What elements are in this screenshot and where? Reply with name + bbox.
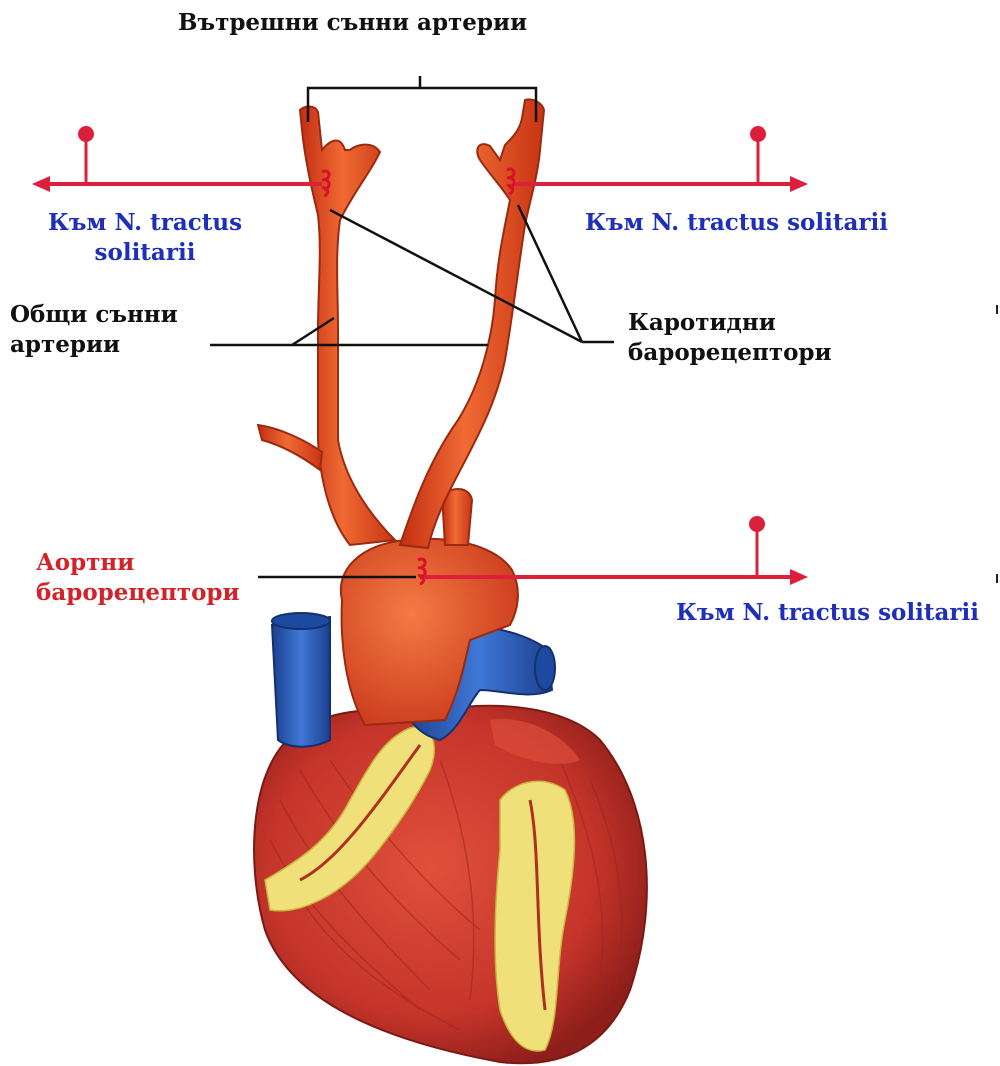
carotid-baroreceptors-label: Каротидни барорецептори bbox=[628, 308, 832, 368]
pointer-lines bbox=[210, 76, 614, 577]
right-arrowhead-icon bbox=[790, 176, 808, 192]
right-nts-label: Към N. tractus solitarii bbox=[585, 208, 888, 238]
left-nts-label-line2: solitarii bbox=[30, 238, 260, 268]
common-carotid-label-line2: артерии bbox=[10, 330, 178, 360]
common-carotid-label: Общи сънни артерии bbox=[10, 300, 178, 360]
aortic-neuron-body-icon bbox=[749, 516, 765, 532]
heart bbox=[254, 706, 647, 1064]
left-nts-label-line1: Към N. tractus bbox=[30, 208, 260, 238]
left-nts-label: Към N. tractus solitarii bbox=[30, 208, 260, 268]
aortic-baroreceptors-label-line1: Аортни bbox=[36, 548, 240, 578]
internal-carotid-bracket bbox=[308, 88, 536, 122]
carotid-baroreceptors-label-line2: барорецептори bbox=[628, 338, 832, 368]
aortic-arrowhead-icon bbox=[790, 569, 808, 585]
internal-carotid-label: Вътрешни сънни артерии bbox=[178, 8, 527, 38]
left-neuron-body-icon bbox=[78, 126, 94, 142]
edge-tick-lower bbox=[996, 574, 998, 583]
right-neuron-body-icon bbox=[750, 126, 766, 142]
carotid-baroreceptors-label-line1: Каротидни bbox=[628, 308, 832, 338]
aortic-baroreceptors-label-line2: барорецептори bbox=[36, 578, 240, 608]
edge-tick-upper bbox=[996, 305, 998, 314]
left-arrowhead-icon bbox=[32, 176, 50, 192]
common-carotid-label-line1: Общи сънни bbox=[10, 300, 178, 330]
aortic-nts-label: Към N. tractus solitarii bbox=[676, 598, 979, 628]
carotid-arteries bbox=[258, 99, 544, 548]
aortic-baroreceptors-label: Аортни барорецептори bbox=[36, 548, 240, 608]
